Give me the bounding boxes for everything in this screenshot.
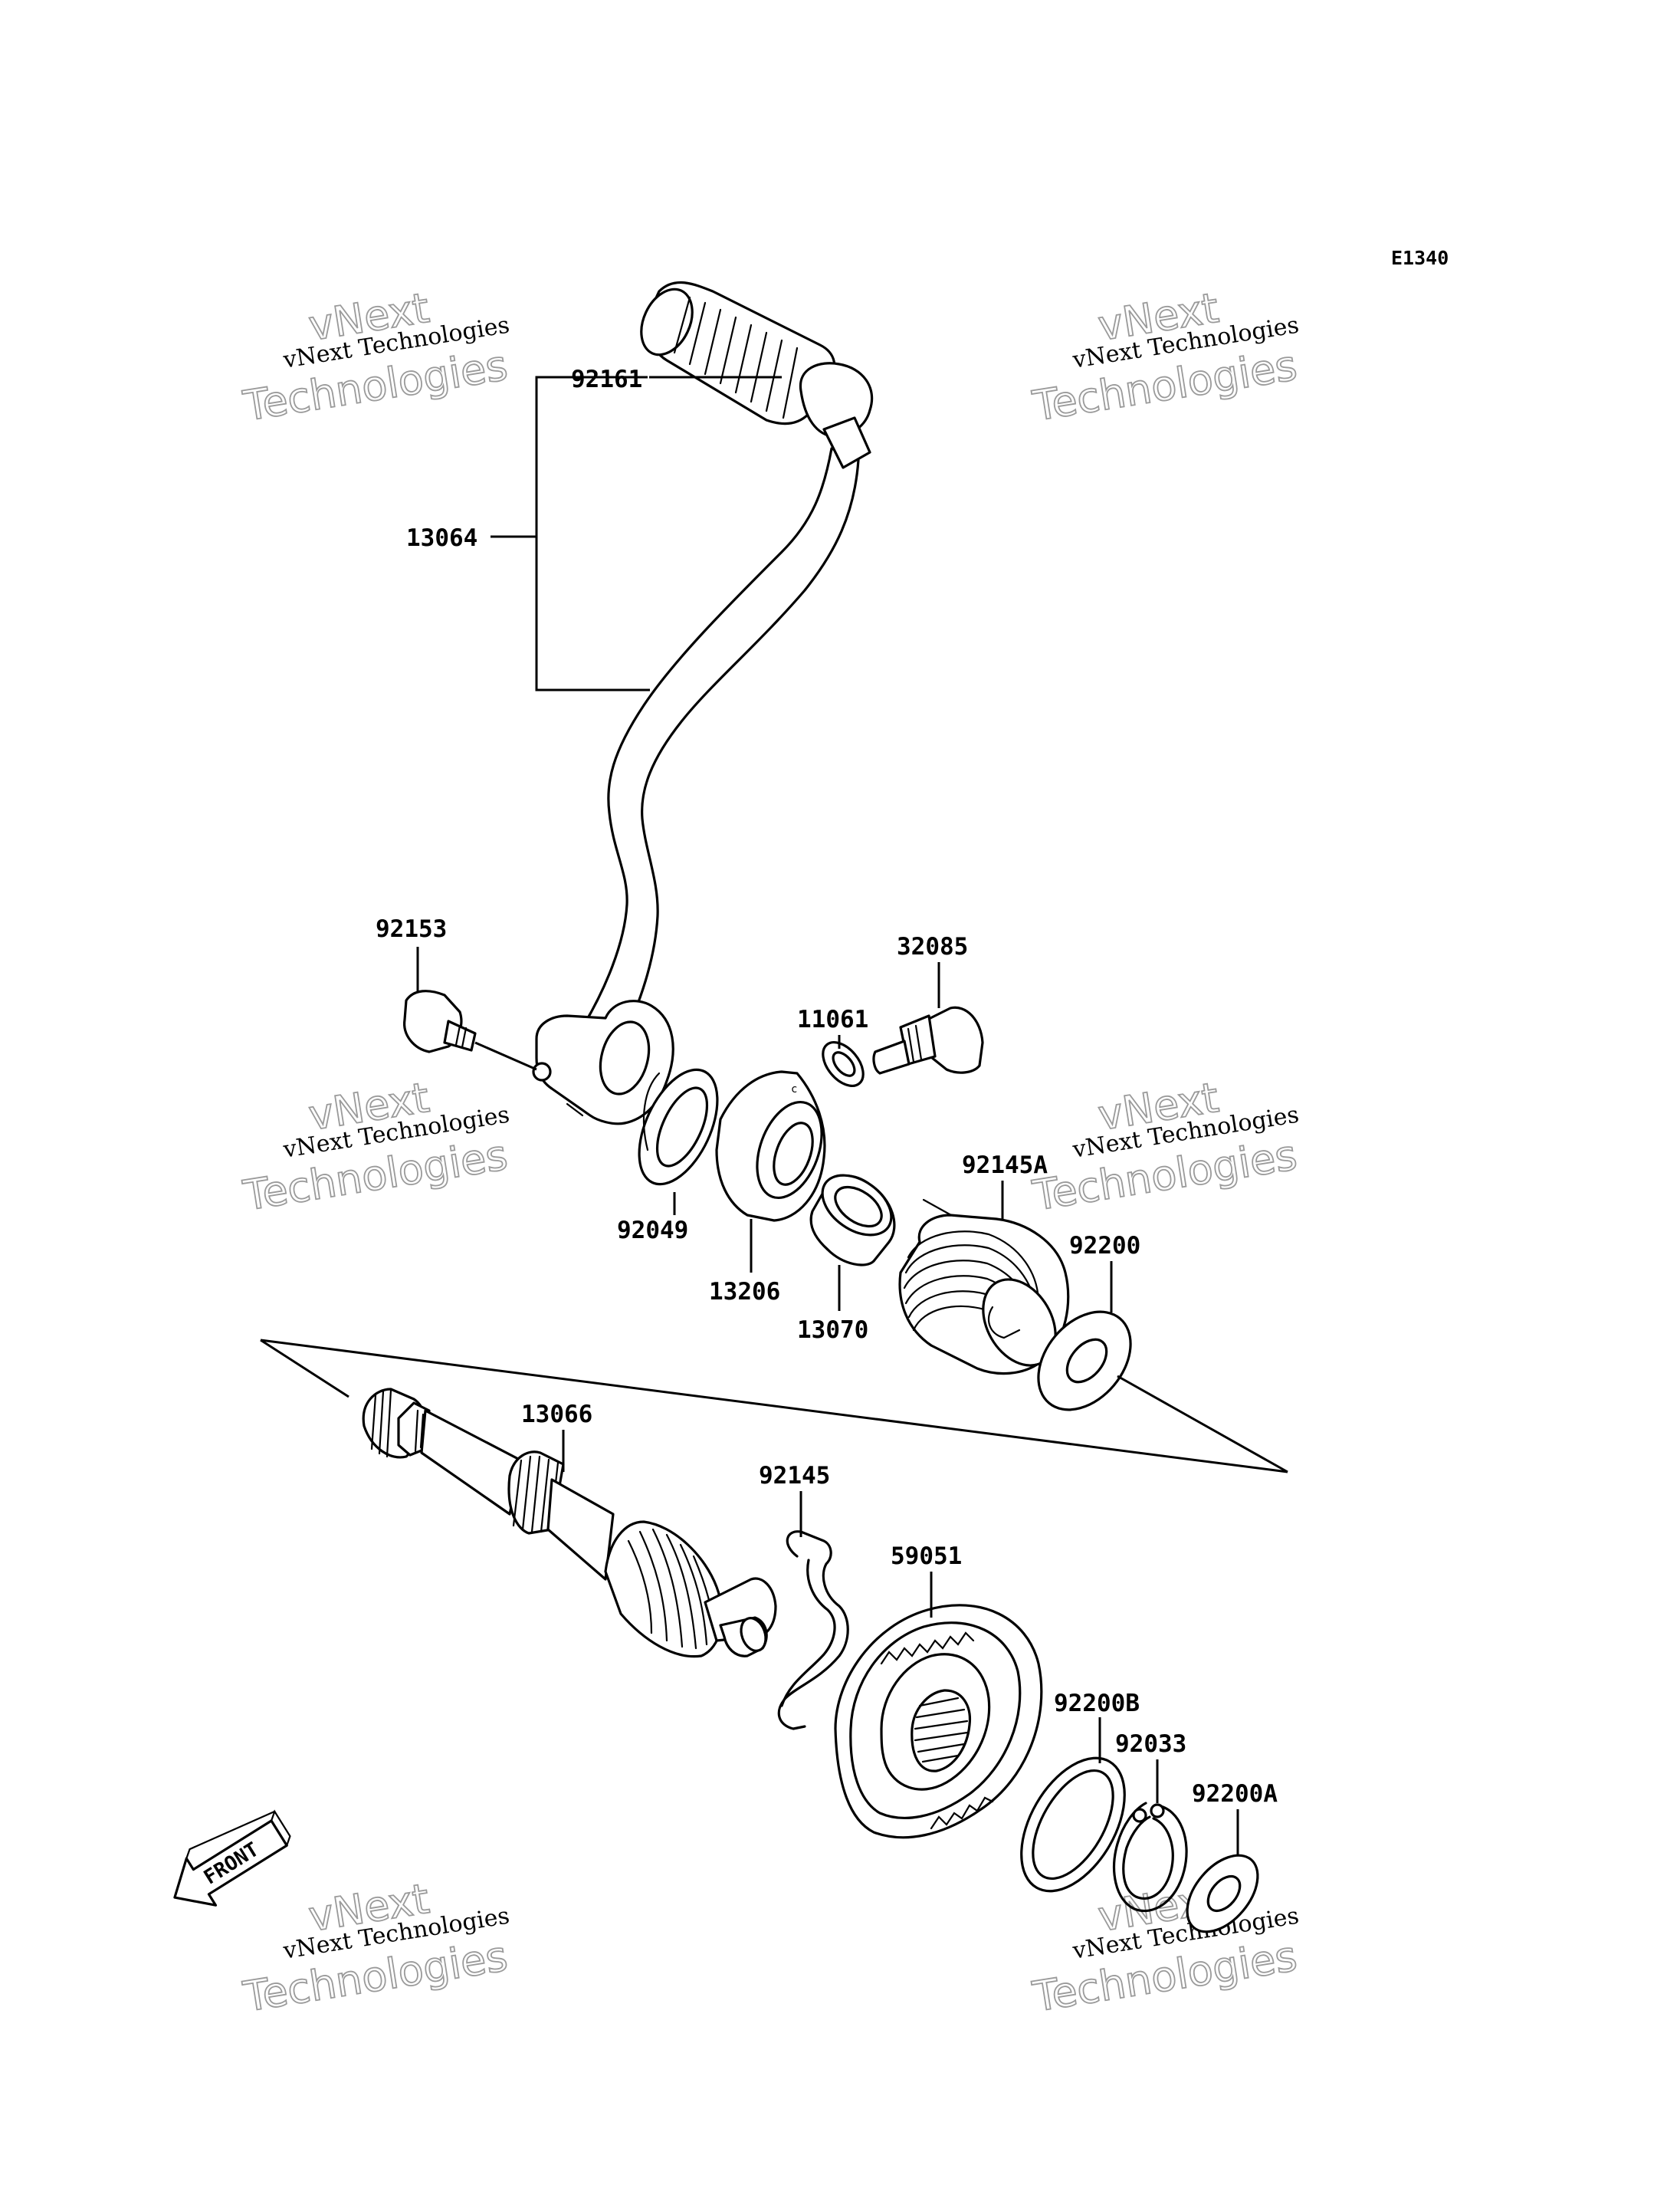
label-32085: 32085 bbox=[897, 933, 968, 961]
gear-internal-splines bbox=[914, 1697, 969, 1763]
watermark-top-right: vNext vNext Technologies Technologies bbox=[1029, 283, 1301, 431]
label-92200: 92200 bbox=[1069, 1232, 1140, 1260]
watermark-bottom-left: vNext vNext Technologies Technologies bbox=[239, 1874, 511, 2022]
watermark-middle-left: vNext vNext Technologies Technologies bbox=[239, 1073, 511, 1220]
label-13066: 13066 bbox=[521, 1401, 592, 1428]
label-92033: 92033 bbox=[1115, 1730, 1186, 1758]
gear-teeth-top bbox=[880, 1631, 975, 1665]
watermark-top-left: vNext vNext Technologies Technologies bbox=[239, 283, 511, 431]
diagram-code: E1340 bbox=[1391, 247, 1449, 269]
part-92145A-kick-spring bbox=[898, 1198, 1070, 1375]
part-32085-guide-bolt bbox=[872, 1006, 984, 1075]
part-13206-ratchet: c bbox=[715, 1070, 826, 1222]
part-92200A-washer bbox=[1186, 1854, 1259, 1933]
label-92145: 92145 bbox=[759, 1462, 830, 1490]
part-92161-pedal-grip bbox=[640, 281, 874, 469]
label-13206: 13206 bbox=[709, 1278, 780, 1306]
leader-13064-bracket bbox=[491, 376, 782, 692]
part-92200B-washer bbox=[1020, 1756, 1126, 1893]
label-92161: 92161 bbox=[571, 366, 642, 393]
grip-ridges bbox=[673, 296, 799, 419]
label-11061: 11061 bbox=[797, 1006, 868, 1033]
label-92145A: 92145A bbox=[962, 1151, 1048, 1179]
label-92049: 92049 bbox=[617, 1217, 688, 1244]
part-92153-bolt bbox=[403, 990, 537, 1071]
label-92200A: 92200A bbox=[1192, 1780, 1278, 1808]
ratchet-mark: c bbox=[791, 1083, 797, 1096]
shaft-spline-left bbox=[370, 1388, 425, 1458]
part-92200-washer bbox=[1037, 1310, 1132, 1411]
part-13064-kick-pedal bbox=[532, 447, 860, 1125]
label-92200B: 92200B bbox=[1054, 1690, 1140, 1717]
watermark-middle-right: vNext vNext Technologies Technologies bbox=[1029, 1073, 1301, 1220]
label-92153: 92153 bbox=[376, 915, 447, 943]
front-direction-arrow: FRONT bbox=[173, 1809, 291, 1907]
part-13066-kick-shaft bbox=[362, 1388, 777, 1658]
label-59051: 59051 bbox=[891, 1542, 962, 1570]
label-13070: 13070 bbox=[797, 1316, 868, 1344]
part-92049-oil-seal bbox=[638, 1068, 719, 1186]
shaft-helical-gear bbox=[627, 1528, 716, 1650]
part-59051-kick-gear bbox=[834, 1604, 1043, 1839]
gear-teeth-bottom bbox=[930, 1796, 994, 1830]
part-92145-clip-spring bbox=[777, 1530, 849, 1730]
part-92033-circlip bbox=[1113, 1802, 1188, 1913]
label-13064: 13064 bbox=[406, 524, 477, 552]
part-11061-washer bbox=[822, 1041, 865, 1087]
assembly-indicator-lines bbox=[260, 1339, 1288, 1473]
part-13070-collar bbox=[809, 1174, 896, 1266]
